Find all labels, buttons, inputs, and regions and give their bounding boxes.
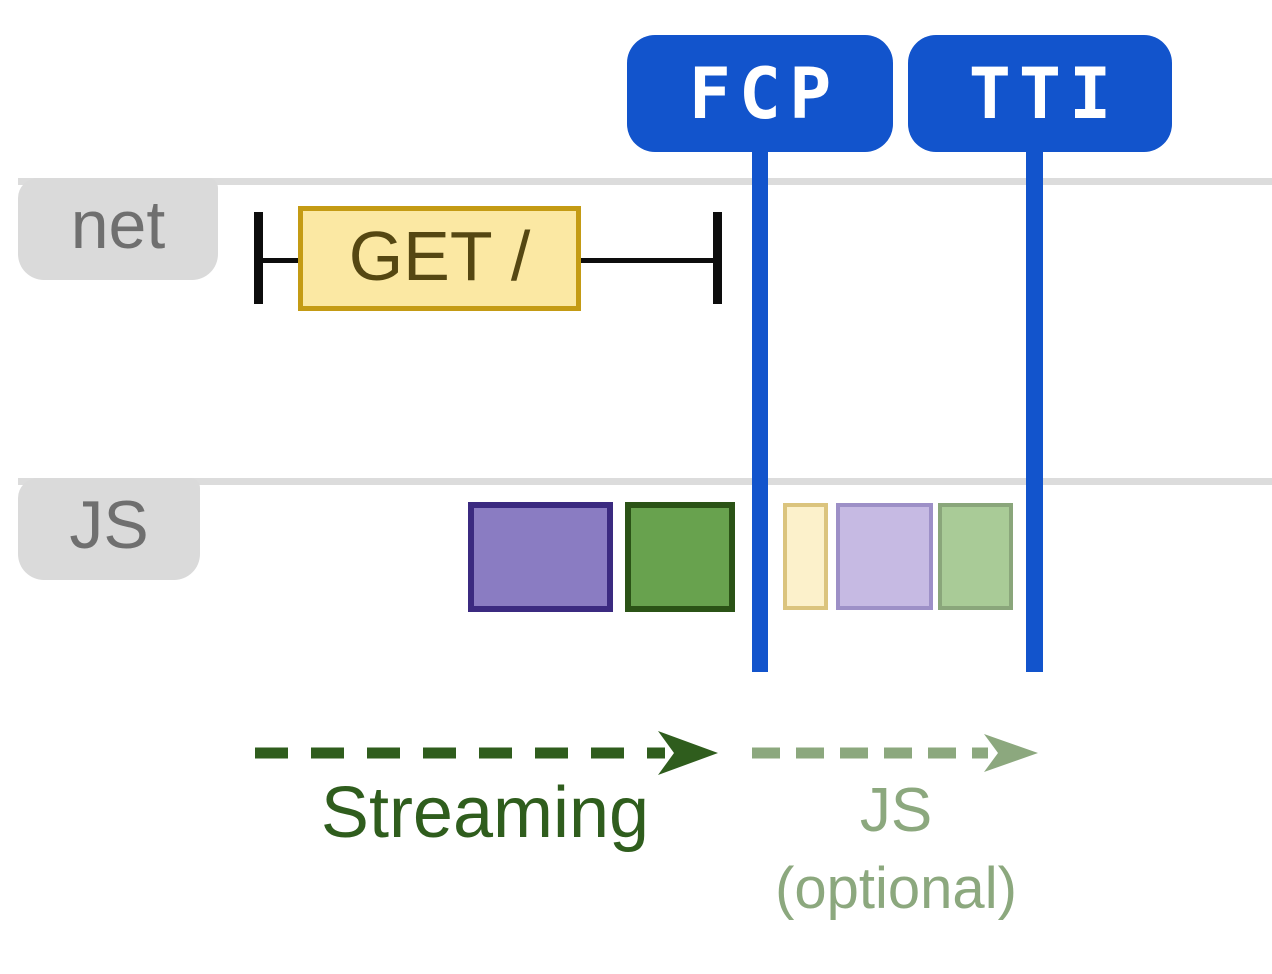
get-request-label: GET / bbox=[348, 216, 531, 295]
js-optional-label: JS (optional) bbox=[746, 780, 1046, 918]
js-task-block-yellow-faded bbox=[783, 503, 828, 610]
net-track-line bbox=[18, 178, 1272, 185]
request-trailing-whisker bbox=[578, 258, 718, 263]
tti-badge-label: TTI bbox=[968, 52, 1120, 135]
js-task-block-green bbox=[625, 502, 735, 612]
js-lane-label: JS bbox=[69, 487, 149, 563]
tti-marker-line bbox=[1026, 149, 1043, 672]
streaming-label: Streaming bbox=[320, 773, 650, 853]
request-end-tick bbox=[713, 212, 722, 304]
streaming-arrowhead-icon bbox=[658, 731, 718, 775]
fcp-marker-line bbox=[752, 149, 768, 672]
net-lane-label: net bbox=[70, 187, 166, 263]
streaming-arrow-icon bbox=[255, 731, 718, 775]
request-leading-whisker bbox=[254, 258, 304, 263]
js-optional-label-line1: JS bbox=[859, 776, 933, 845]
js-lane-tab: JS bbox=[18, 478, 200, 580]
fcp-badge: FCP bbox=[627, 35, 893, 152]
js-task-block-green-faded bbox=[938, 503, 1013, 610]
tti-badge: TTI bbox=[908, 35, 1172, 152]
get-request-box: GET / bbox=[298, 206, 581, 311]
js-optional-arrow-icon bbox=[752, 734, 1038, 772]
js-track-line bbox=[18, 478, 1272, 485]
js-task-block-purple-faded bbox=[836, 503, 933, 610]
fcp-badge-label: FCP bbox=[688, 52, 840, 135]
js-task-block-purple bbox=[468, 502, 613, 612]
js-optional-arrowhead-icon bbox=[984, 734, 1038, 772]
net-lane-tab: net bbox=[18, 178, 218, 280]
js-optional-label-line2: (optional) bbox=[775, 856, 1017, 921]
